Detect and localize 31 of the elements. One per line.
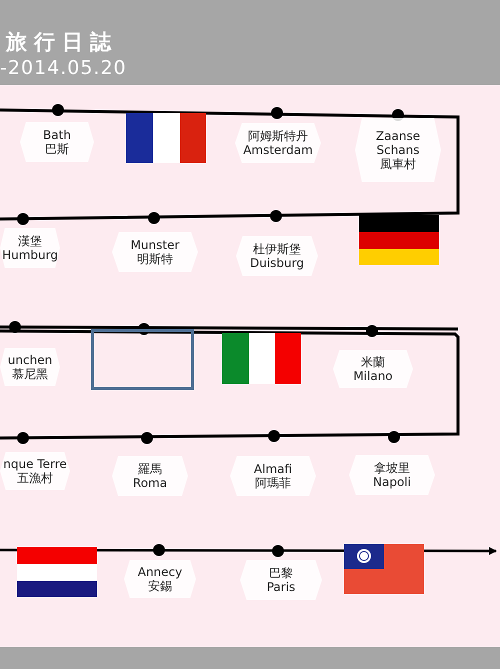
place-name: 明斯特 xyxy=(137,252,173,266)
place-name: Paris xyxy=(266,580,296,594)
place-name: 風車村 xyxy=(380,157,416,171)
title: 旅行日誌 xyxy=(6,29,118,56)
place-name: Milano xyxy=(353,369,393,383)
place-name: 安錫 xyxy=(148,579,172,593)
place-name: nque Terre xyxy=(3,457,67,471)
place-name: Duisburg xyxy=(250,256,304,270)
place-name: Napoli xyxy=(373,475,411,489)
place-name: Amsterdam xyxy=(243,143,313,157)
place-name: 巴斯 xyxy=(45,142,69,156)
place-name: Almafi xyxy=(254,462,292,476)
place-name: Annecy xyxy=(138,565,182,579)
place-name: 羅馬 xyxy=(138,462,162,476)
place-name: 五漁村 xyxy=(17,471,53,485)
date-range: -2014.05.20 xyxy=(0,57,127,79)
place-name: Humburg xyxy=(2,248,58,262)
place-name: 拿坡里 xyxy=(374,461,410,475)
place-name: 巴黎 xyxy=(269,566,293,580)
place-name: Munster xyxy=(130,238,180,252)
place-name: 漢堡 xyxy=(18,234,42,248)
place-name: 慕尼黑 xyxy=(12,367,48,381)
place-name: 阿瑪菲 xyxy=(255,476,291,490)
place-name: Bath xyxy=(43,128,71,142)
place-name: Zaanse Schans xyxy=(374,129,422,157)
place-name: unchen xyxy=(8,353,52,367)
place-name: 米蘭 xyxy=(361,355,385,369)
place-name: 杜伊斯堡 xyxy=(253,242,301,256)
empty-frame xyxy=(91,329,194,390)
place-name: 阿姆斯特丹 xyxy=(248,129,308,143)
place-name: Roma xyxy=(132,476,168,490)
